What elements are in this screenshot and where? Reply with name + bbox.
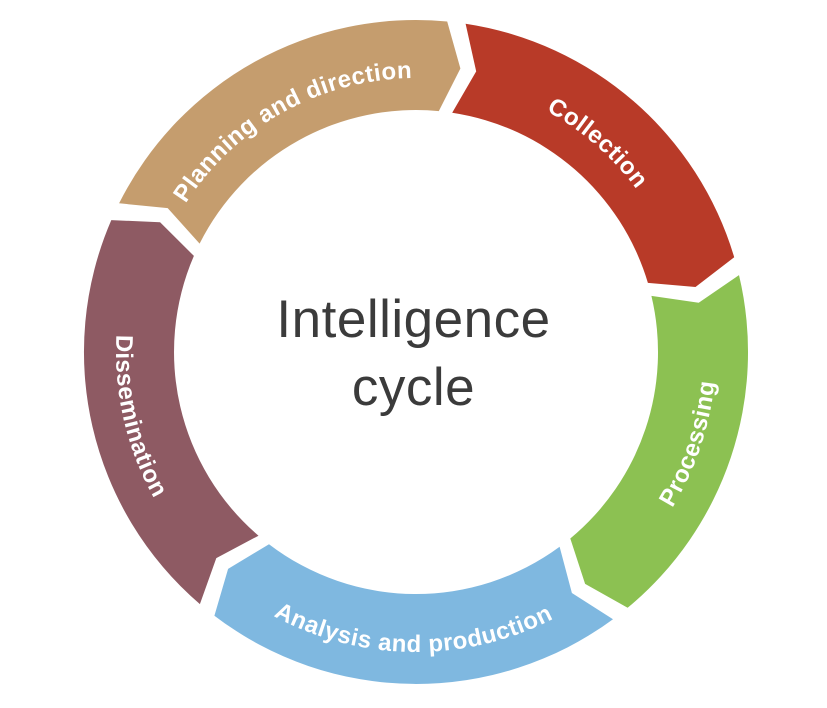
segment-dissemination bbox=[83, 220, 259, 605]
segment-planning-and-direction bbox=[119, 20, 461, 244]
diagram-title-line2: cycle bbox=[351, 357, 476, 417]
segment-processing bbox=[570, 275, 749, 608]
diagram-title: Intelligence cycle bbox=[0, 286, 827, 422]
segment-collection bbox=[452, 23, 735, 287]
segment-analysis-and-production bbox=[214, 544, 613, 684]
diagram-title-line1: Intelligence bbox=[276, 290, 551, 349]
